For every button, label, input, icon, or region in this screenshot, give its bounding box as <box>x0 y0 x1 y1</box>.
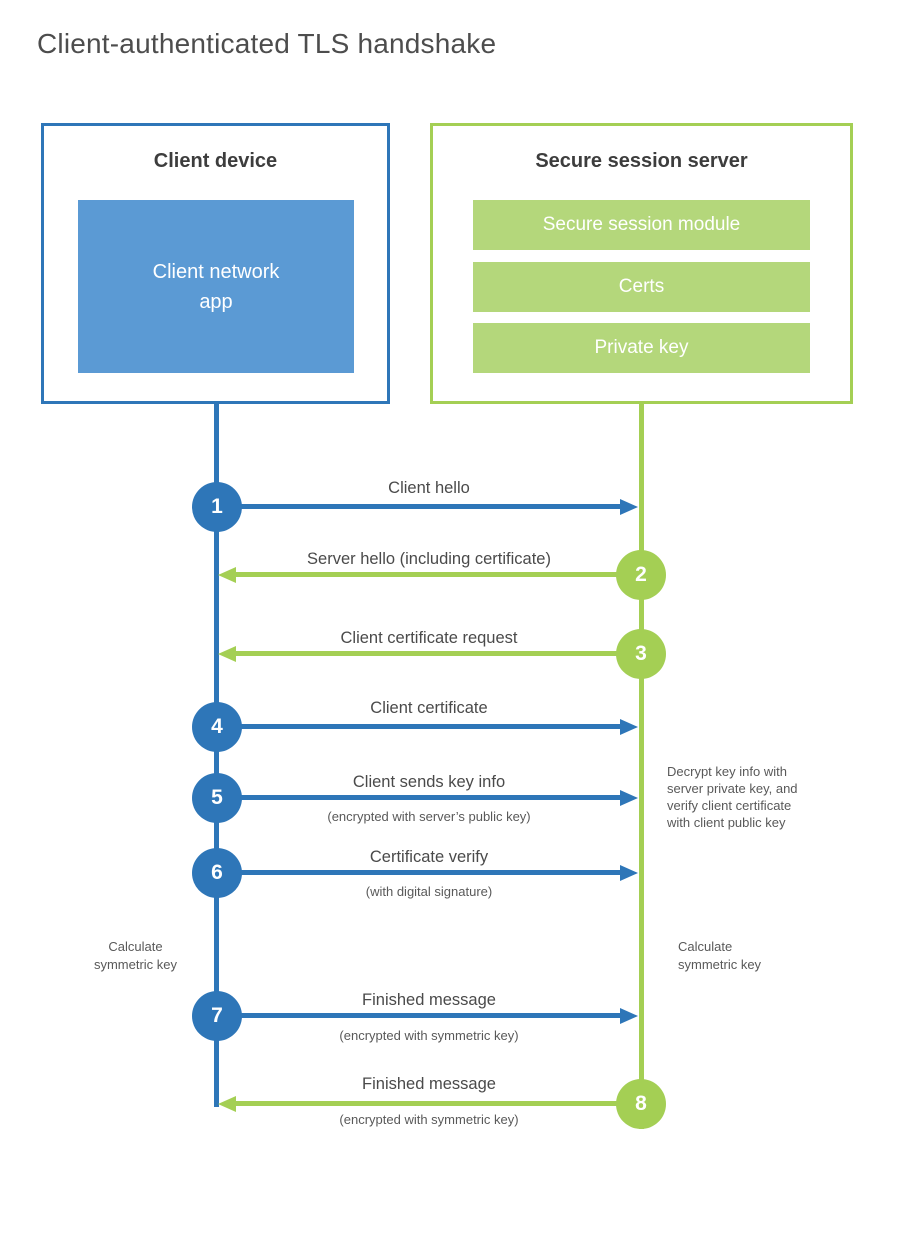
arrowhead-left-icon <box>218 1096 236 1112</box>
message-sublabel-6: (with digital signature) <box>365 884 493 899</box>
arrowhead-right-icon <box>620 499 638 515</box>
message-arrow-3 <box>236 651 641 656</box>
page-title: Client-authenticated TLS handshake <box>37 28 497 59</box>
message-arrow-2 <box>236 572 641 577</box>
step-badge-2: 2 <box>616 550 666 600</box>
client-device-title: Client device <box>153 150 278 172</box>
step-badge-3: 3 <box>616 629 666 679</box>
message-arrow-5 <box>217 795 621 800</box>
message-sublabel-5: (encrypted with server’s public key) <box>327 809 531 824</box>
arrowhead-left-icon <box>218 646 236 662</box>
message-arrow-7 <box>217 1013 621 1018</box>
message-arrow-4 <box>217 724 621 729</box>
server-module-secure-session: Secure session module <box>473 200 810 250</box>
step-badge-4: 4 <box>192 702 242 752</box>
message-arrow-6 <box>217 870 621 875</box>
message-label-6: Certificate verify <box>369 848 489 866</box>
step-badge-1: 1 <box>192 482 242 532</box>
message-arrow-8 <box>236 1101 641 1106</box>
message-label-8: Finished message <box>362 1075 496 1093</box>
client-lifeline <box>214 404 219 1107</box>
message-label-3: Client certificate request <box>340 629 518 647</box>
arrowhead-right-icon <box>620 790 638 806</box>
step-badge-6: 6 <box>192 848 242 898</box>
server-calculate-symmetric-key-note: Calculate symmetric key <box>678 939 762 972</box>
step-badge-5: 5 <box>192 773 242 823</box>
message-sublabel-8: (encrypted with symmetric key) <box>339 1112 519 1127</box>
message-sublabel-7: (encrypted with symmetric key) <box>339 1028 519 1043</box>
arrowhead-right-icon <box>620 865 638 881</box>
client-calculate-symmetric-key-note: Calculate symmetric key <box>93 939 178 972</box>
server-lifeline <box>639 404 644 1129</box>
step-badge-8: 8 <box>616 1079 666 1129</box>
client-network-app-module: Client network app <box>78 200 354 373</box>
server-module-private-key: Private key <box>473 323 810 373</box>
server-decrypt-note: Decrypt key info with server private key… <box>667 764 798 830</box>
message-arrow-1 <box>217 504 621 509</box>
message-label-4: Client certificate <box>370 699 488 717</box>
message-label-5: Client sends key info <box>352 773 506 791</box>
server-module-certs: Certs <box>473 262 810 312</box>
step-badge-7: 7 <box>192 991 242 1041</box>
message-label-2: Server hello (including certificate) <box>307 550 551 568</box>
secure-session-server-title: Secure session server <box>535 150 748 172</box>
arrowhead-left-icon <box>218 567 236 583</box>
message-label-1: Client hello <box>388 479 470 497</box>
arrowhead-right-icon <box>620 719 638 735</box>
message-label-7: Finished message <box>362 991 496 1009</box>
arrowhead-right-icon <box>620 1008 638 1024</box>
